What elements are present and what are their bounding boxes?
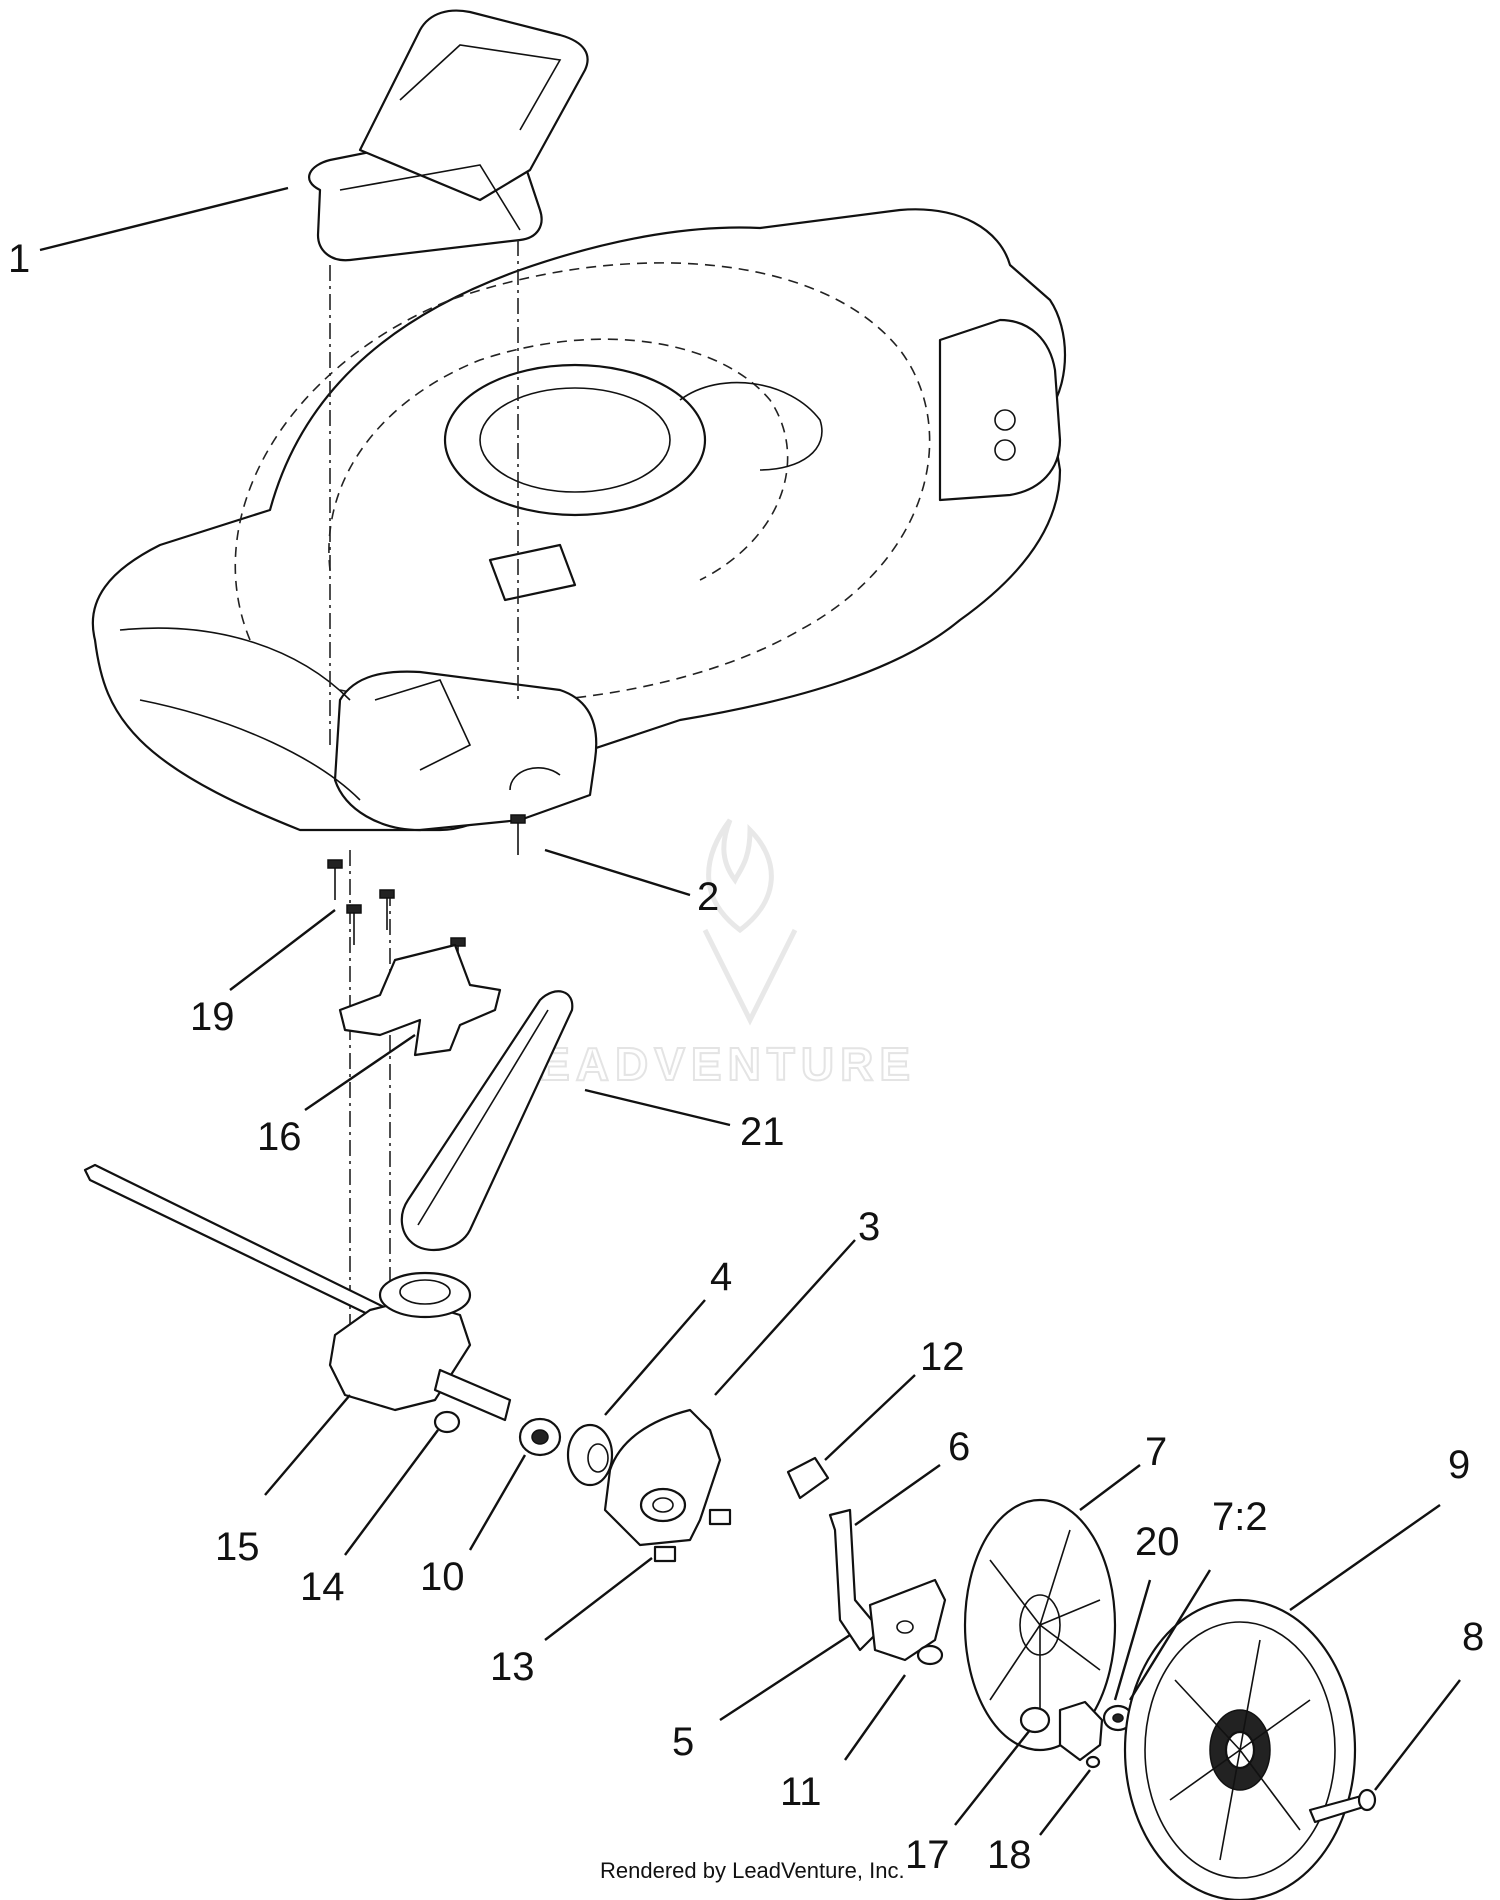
callout-8: 8 xyxy=(1462,1615,1484,1659)
footer-credit: Rendered by LeadVenture, Inc. xyxy=(600,1858,905,1883)
plate-5 xyxy=(868,1578,947,1662)
wheel-9 xyxy=(1123,1598,1357,1900)
callout-13: 13 xyxy=(490,1645,535,1689)
pinion-gear xyxy=(1058,1700,1104,1762)
screw-2 xyxy=(510,814,526,855)
callout-19: 19 xyxy=(190,995,235,1039)
alignment-lines xyxy=(329,240,519,1325)
watermark-text: LEADVENTURE xyxy=(505,1038,916,1090)
callout-9: 9 xyxy=(1448,1443,1470,1487)
callout-6: 6 xyxy=(948,1425,970,1469)
bearing-plate xyxy=(603,1408,722,1547)
bracket xyxy=(338,943,502,1057)
callout-7-2: 7:2 xyxy=(1212,1495,1268,1539)
mower-deck xyxy=(91,208,1067,832)
callout-14: 14 xyxy=(300,1565,345,1609)
transmission xyxy=(83,1163,512,1422)
hardware xyxy=(433,1410,614,1487)
callout-16: 16 xyxy=(257,1115,302,1159)
callout-20: 20 xyxy=(1135,1520,1180,1564)
screws xyxy=(327,814,526,978)
callout-3: 3 xyxy=(858,1205,880,1249)
screw-19b xyxy=(346,904,362,945)
pinion-parts xyxy=(1019,1700,1134,1769)
bushing-4 xyxy=(566,1423,614,1487)
flame-logo-icon xyxy=(706,818,774,934)
callout-17: 17 xyxy=(905,1833,950,1877)
callout-15: 15 xyxy=(215,1525,260,1569)
callout-4: 4 xyxy=(710,1255,732,1299)
screws-13 xyxy=(653,1508,732,1563)
drive-belt xyxy=(400,990,574,1252)
v-logo-icon xyxy=(702,928,798,1026)
watermark: LEADVENTURE xyxy=(504,818,916,1091)
ring-11 xyxy=(916,1644,944,1666)
callout-1: 1 xyxy=(8,237,30,281)
callout-10: 10 xyxy=(420,1555,465,1599)
callout-2: 2 xyxy=(697,875,719,919)
callout-5: 5 xyxy=(672,1720,694,1764)
top-cover xyxy=(308,9,589,262)
bolt-8 xyxy=(1308,1788,1377,1824)
screw-19c xyxy=(379,889,395,930)
callout-18: 18 xyxy=(987,1833,1032,1877)
lever-6 xyxy=(828,1508,882,1652)
screw-19a xyxy=(327,859,343,900)
nut-14 xyxy=(433,1410,461,1434)
ring-18 xyxy=(1085,1755,1101,1769)
callout-7: 7 xyxy=(1145,1430,1167,1474)
callout-12: 12 xyxy=(920,1335,965,1379)
washer-17 xyxy=(1019,1706,1051,1734)
clip-12 xyxy=(786,1456,830,1500)
callout-11: 11 xyxy=(780,1770,822,1814)
callout-21: 21 xyxy=(740,1110,785,1154)
leader-lines xyxy=(39,186,1461,1836)
hubcap-7 xyxy=(963,1498,1117,1752)
callouts: 1 2 19 16 21 3 4 12 6 7 20 7:2 9 8 15 14… xyxy=(8,237,1484,1877)
